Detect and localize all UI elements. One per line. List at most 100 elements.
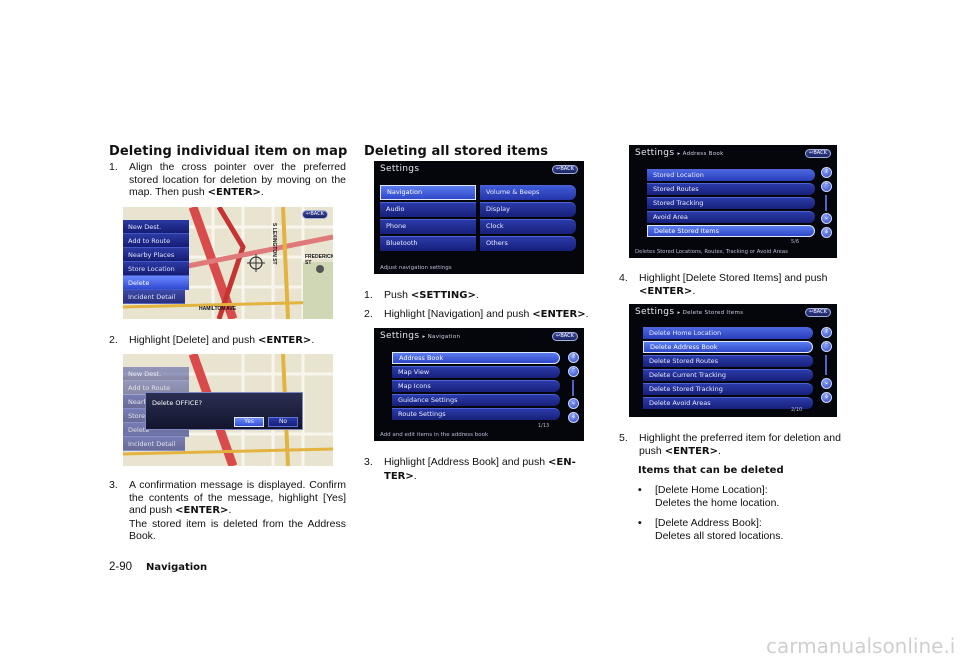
page-down-icon[interactable]: ⇓ xyxy=(821,227,832,238)
nav-item-guidance-settings[interactable]: Guidance Settings xyxy=(392,394,560,406)
settings-screen: Settings ↩BACK Navigation Audio Phone Bl… xyxy=(374,161,584,274)
page-number: 2-90 xyxy=(109,561,133,573)
step-text-end: . xyxy=(260,186,264,198)
street-label: S LEXINGTON ST xyxy=(271,223,277,265)
enter-key: <ENTER> xyxy=(532,309,586,320)
scroll-up-icon[interactable]: ⌃ xyxy=(568,366,579,377)
map-menu-new-dest[interactable]: New Dest. xyxy=(123,220,189,234)
map-menu-add-to-route[interactable]: Add to Route xyxy=(123,234,189,248)
step-text-end: . xyxy=(311,334,315,346)
addr-item-stored-tracking[interactable]: Stored Tracking xyxy=(647,197,815,209)
scroll-down-icon[interactable]: ⌄ xyxy=(821,213,832,224)
del-item-stored-routes[interactable]: Delete Stored Routes xyxy=(643,355,813,367)
addr-item-delete-stored-items[interactable]: Delete Stored Items xyxy=(647,225,815,237)
step-number: 5. xyxy=(619,432,628,444)
bullet-head: [Delete Address Book]: xyxy=(655,517,762,529)
breadcrumb: Navigation xyxy=(427,334,461,340)
page-down-icon[interactable]: ⇓ xyxy=(821,392,832,403)
screen-footer-hint: Deletes Stored Locations, Routes, Tracki… xyxy=(635,249,788,255)
breadcrumb: Address Book xyxy=(682,151,724,157)
step-number: 1. xyxy=(364,289,373,301)
map-menu-incident-detail: Incident Detail xyxy=(123,437,185,451)
bullet-icon: • xyxy=(638,517,642,529)
street-label: FREDERICK ST xyxy=(305,254,333,266)
step-text: Highlight [Address Book] and push xyxy=(384,456,549,468)
page-down-icon[interactable]: ⇓ xyxy=(568,412,579,423)
step-number: 2. xyxy=(364,308,373,320)
map-menu-store-location[interactable]: Store Location xyxy=(123,262,189,276)
back-button[interactable]: ↩BACK xyxy=(805,149,831,158)
addr-item-stored-location[interactable]: Stored Location xyxy=(647,169,815,181)
section-title-delete-all: Deleting all stored items xyxy=(364,144,549,159)
map-menu-nearby-places[interactable]: Nearby Places xyxy=(123,248,189,262)
step-result-text: The stored item is deleted from the Addr… xyxy=(129,517,346,543)
map-menu-incident-detail[interactable]: Incident Detail xyxy=(123,290,185,304)
screen-title: Settings xyxy=(635,307,675,317)
map-menu-store: Store xyxy=(123,409,147,423)
step-text: Highlight [Navigation] and push xyxy=(384,308,533,320)
back-button[interactable]: ↩BACK xyxy=(552,332,578,341)
scroll-up-icon[interactable]: ⌃ xyxy=(821,181,832,192)
settings-item-display[interactable]: Display xyxy=(480,202,576,217)
back-button[interactable]: ↩BACK xyxy=(302,210,328,219)
nav-item-map-view[interactable]: Map View xyxy=(392,366,560,378)
addr-item-avoid-area[interactable]: Avoid Area xyxy=(647,211,815,223)
nav-item-route-settings[interactable]: Route Settings xyxy=(392,408,560,420)
page-up-icon[interactable]: ⇑ xyxy=(821,327,832,338)
scroll-down-icon[interactable]: ⌄ xyxy=(568,398,579,409)
back-button[interactable]: ↩BACK xyxy=(805,308,831,317)
back-icon: ↩ xyxy=(556,166,561,172)
map-screen-confirm-dialog: New Dest. Add to Route Nearb Store Delet… xyxy=(123,354,333,466)
bullet-head: [Delete Home Location]: xyxy=(655,484,768,496)
del-item-home-location[interactable]: Delete Home Location xyxy=(643,327,813,339)
del-item-avoid-areas[interactable]: Delete Avoid Areas xyxy=(643,397,813,409)
addr-item-stored-routes[interactable]: Stored Routes xyxy=(647,183,815,195)
settings-item-volume-beeps[interactable]: Volume & Beeps xyxy=(480,185,576,200)
step-number: 1. xyxy=(109,161,118,173)
map-screen-delete-menu: New Dest. Add to Route Nearby Places Sto… xyxy=(123,207,333,319)
scroll-down-icon[interactable]: ⌄ xyxy=(821,378,832,389)
settings-item-navigation[interactable]: Navigation xyxy=(380,185,476,200)
scroll-up-icon[interactable]: ⌃ xyxy=(821,341,832,352)
step-text: Highlight [Delete Stored Items] and push xyxy=(639,272,828,284)
nav-item-map-icons[interactable]: Map Icons xyxy=(392,380,560,392)
yes-button[interactable]: Yes xyxy=(234,417,264,427)
del-item-current-tracking[interactable]: Delete Current Tracking xyxy=(643,369,813,381)
step-text-end: . xyxy=(413,469,417,482)
step-text-end: . xyxy=(692,284,696,297)
scrollbar[interactable] xyxy=(572,380,574,396)
enter-key: <ENTER> xyxy=(639,285,693,297)
enter-key-cont: TER> xyxy=(384,470,414,482)
step-text: Push xyxy=(384,289,411,301)
step-text-end: . xyxy=(585,308,589,320)
map-menu-delete[interactable]: Delete xyxy=(123,276,189,290)
breadcrumb: Delete Stored Items xyxy=(682,310,744,316)
settings-item-phone[interactable]: Phone xyxy=(380,219,476,234)
scrollbar[interactable] xyxy=(825,355,827,375)
step-text-end: . xyxy=(228,504,232,516)
watermark: carmanualsonline.info xyxy=(766,634,956,658)
enter-key: <EN- xyxy=(548,457,576,468)
settings-item-others[interactable]: Others xyxy=(480,236,576,251)
enter-key: <ENTER> xyxy=(664,445,718,457)
settings-item-clock[interactable]: Clock xyxy=(480,219,576,234)
navigation-settings-screen: Settings ▸ Navigation ↩BACK Address Book… xyxy=(374,328,584,441)
setting-key: <SETTING> xyxy=(410,290,476,301)
del-item-stored-tracking[interactable]: Delete Stored Tracking xyxy=(643,383,813,395)
back-button[interactable]: ↩BACK xyxy=(552,165,578,174)
back-icon: ↩ xyxy=(809,150,814,156)
no-button[interactable]: No xyxy=(268,417,298,427)
nav-item-address-book[interactable]: Address Book xyxy=(392,352,560,364)
step-text: Highlight [Delete] and push xyxy=(129,334,258,346)
page-up-icon[interactable]: ⇑ xyxy=(821,167,832,178)
settings-item-audio[interactable]: Audio xyxy=(380,202,476,217)
del-item-address-book[interactable]: Delete Address Book xyxy=(643,341,813,353)
settings-item-bluetooth[interactable]: Bluetooth xyxy=(380,236,476,251)
screen-title: Settings xyxy=(635,148,675,158)
screen-title: Settings xyxy=(380,331,420,341)
page-up-icon[interactable]: ⇑ xyxy=(568,352,579,363)
deletable-item-1: • [Delete Home Location]: Deletes the ho… xyxy=(638,484,858,509)
back-icon: ↩ xyxy=(556,333,561,339)
enter-key: <ENTER> xyxy=(175,505,229,516)
scrollbar[interactable] xyxy=(825,195,827,211)
